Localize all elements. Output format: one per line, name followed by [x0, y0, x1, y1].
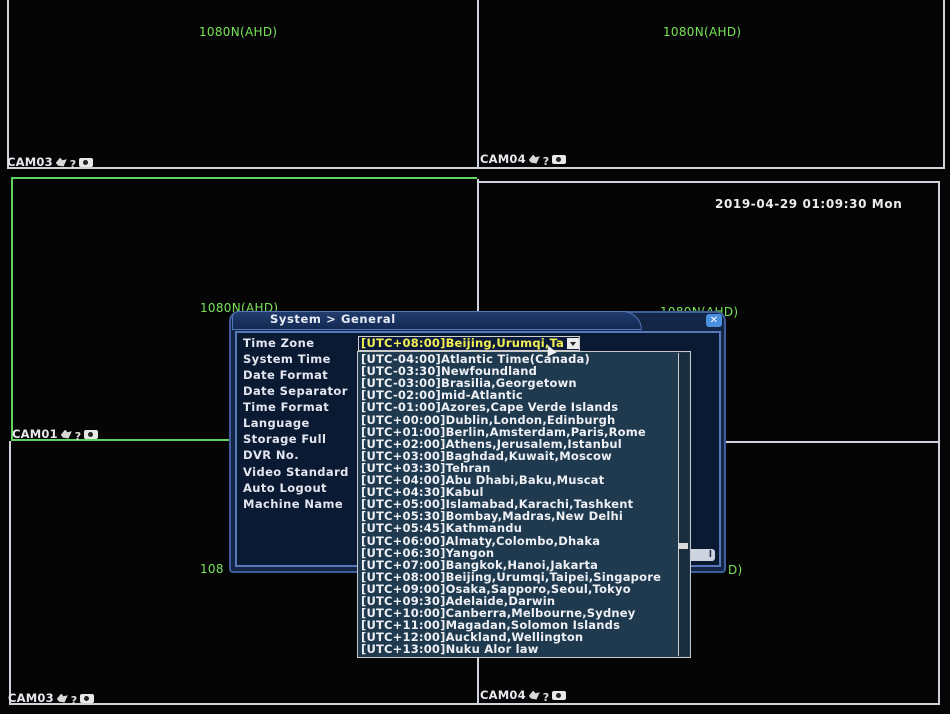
time-zone-option[interactable]: [UTC+10:00]Canberra,Melbourne,Sydney: [361, 606, 636, 621]
camera-name: CAM03: [8, 691, 54, 705]
time-zone-option[interactable]: [UTC-01:00]Azores,Cape Verde Islands: [361, 400, 619, 415]
time-zone-select[interactable]: [UTC+08:00]Beijing,Urumqi,Ta: [358, 336, 580, 351]
question-icon: ?: [542, 154, 550, 168]
grid-line-top-vertical: [477, 0, 479, 168]
record-icon: [84, 429, 99, 439]
close-button[interactable]: ✕: [706, 314, 722, 327]
dialog-title: System > General: [270, 312, 396, 326]
time-zone-option[interactable]: [UTC+01:00]Berlin,Amsterdam,Paris,Rome: [361, 424, 646, 439]
label-dvr-no: DVR No.: [243, 448, 299, 462]
label-time-zone: Time Zone: [243, 336, 315, 350]
record-icon: [80, 693, 95, 703]
time-zone-option[interactable]: [UTC-04:00]Atlantic Time(Canada): [361, 352, 590, 366]
question-icon: ?: [69, 157, 77, 171]
camera-label-cam03-bottom[interactable]: CAM03 ?: [8, 691, 95, 707]
time-zone-dropdown-list: [357, 351, 691, 658]
record-icon: [552, 690, 567, 700]
camera-name: CAM04: [480, 152, 526, 166]
time-zone-option[interactable]: [UTC-03:30]Newfoundland: [361, 364, 538, 379]
camera-label-cam03[interactable]: CAM03 ?: [7, 155, 94, 171]
question-icon: ?: [70, 693, 78, 707]
time-zone-option[interactable]: [UTC+05:00]Islamabad,Karachi,Tashkent: [361, 497, 634, 512]
motion-icon: [60, 429, 72, 439]
label-system-time: System Time: [243, 352, 331, 366]
time-zone-option[interactable]: [UTC+06:30]Yangon: [361, 545, 495, 560]
active-tile-border-left: [11, 177, 13, 440]
time-zone-option[interactable]: [UTC+08:00]Beijing,Urumqi,Taipei,Singapo…: [361, 569, 662, 584]
time-zone-option[interactable]: [UTC+00:00]Dublin,London,Edinburgh: [361, 412, 616, 427]
time-zone-option[interactable]: [UTC+03:00]Baghdad,Kuwait,Moscow: [361, 448, 612, 463]
time-zone-option[interactable]: [UTC+09:00]Osaka,Sapporo,Seoul,Tokyo: [361, 581, 631, 596]
time-zone-option[interactable]: [UTC+02:00]Athens,Jerusalem,Istanbul: [361, 436, 622, 451]
dropdown-scrollbar[interactable]: [678, 353, 689, 656]
time-zone-option[interactable]: [UTC+12:00]Auckland,Wellington: [361, 630, 584, 645]
time-zone-option[interactable]: [UTC+07:00]Bangkok,Hanoi,Jakarta: [361, 557, 599, 572]
dialog-button-partial[interactable]: l: [683, 549, 715, 561]
motion-icon: [528, 690, 540, 700]
motion-icon: [56, 693, 68, 703]
label-date-format: Date Format: [243, 368, 329, 382]
camera-label-cam04[interactable]: CAM04 ?: [480, 152, 567, 168]
tile-resolution-label: D): [728, 563, 743, 577]
time-zone-option[interactable]: [UTC+11:00]Magadan,Solomon Islands: [361, 618, 621, 633]
time-zone-option[interactable]: [UTC+05:30]Bombay,Madras,New Delhi: [361, 509, 623, 524]
time-zone-option[interactable]: [UTC+05:45]Kathmandu: [361, 521, 523, 536]
grid-line-top-right-edge: [943, 0, 945, 168]
time-zone-option[interactable]: [UTC+06:00]Almaty,Colombo,Dhaka: [361, 533, 601, 548]
time-zone-option[interactable]: [UTC+13:00]Nuku Alor law: [361, 642, 539, 657]
motion-icon: [528, 154, 540, 164]
time-zone-option[interactable]: [UTC+04:00]Abu Dhabi,Baku,Muscat: [361, 473, 605, 487]
camera-name: CAM04: [480, 688, 526, 702]
system-datetime: 2019-04-29 01:09:30 Mon: [715, 197, 903, 211]
label-date-separator: Date Separator: [243, 384, 348, 398]
camera-label-cam04-bottom[interactable]: CAM04 ?: [480, 688, 567, 704]
grid-line-top-bottom: [7, 167, 945, 169]
time-zone-option[interactable]: [UTC+04:30]Kabul: [361, 485, 484, 500]
grid-line-bottom: [9, 703, 940, 705]
question-icon: ?: [74, 429, 82, 443]
tile-resolution-label: 1080N(AHD): [199, 25, 278, 39]
time-zone-option[interactable]: [UTC+03:30]Tehran: [361, 460, 491, 475]
label-auto-logout: Auto Logout: [243, 481, 327, 495]
record-icon: [552, 154, 567, 164]
grid-line-mid-top-right: [479, 181, 940, 183]
label-video-standard: Video Standard: [243, 465, 349, 479]
grid-line-top-left-edge: [7, 0, 9, 168]
camera-name: CAM03: [7, 155, 53, 169]
chevron-down-icon[interactable]: [567, 338, 579, 349]
label-machine-name: Machine Name: [243, 497, 344, 511]
tile-resolution-label: 108: [200, 562, 224, 576]
label-time-format: Time Format: [243, 400, 330, 414]
dropdown-scroll-thumb[interactable]: [678, 543, 688, 549]
camera-name: CAM01: [12, 427, 58, 441]
label-language: Language: [243, 416, 310, 430]
time-zone-option[interactable]: [UTC+09:30]Adelaide,Darwin: [361, 594, 556, 608]
time-zone-option[interactable]: [UTC-02:00]mid-Atlantic: [361, 388, 523, 403]
active-tile-border-top: [11, 177, 477, 179]
tile-resolution-label: 1080N(AHD): [663, 25, 742, 39]
motion-icon: [55, 157, 67, 167]
question-icon: ?: [542, 690, 550, 704]
grid-line-left-lower-edge: [9, 441, 11, 705]
time-zone-option[interactable]: [UTC-03:00]Brasilia,Georgetown: [361, 376, 577, 391]
label-storage-full: Storage Full: [243, 432, 327, 446]
record-icon: [79, 157, 94, 167]
grid-line-mid-right-edge: [938, 182, 940, 704]
camera-label-cam01[interactable]: CAM01 ?: [12, 427, 99, 443]
